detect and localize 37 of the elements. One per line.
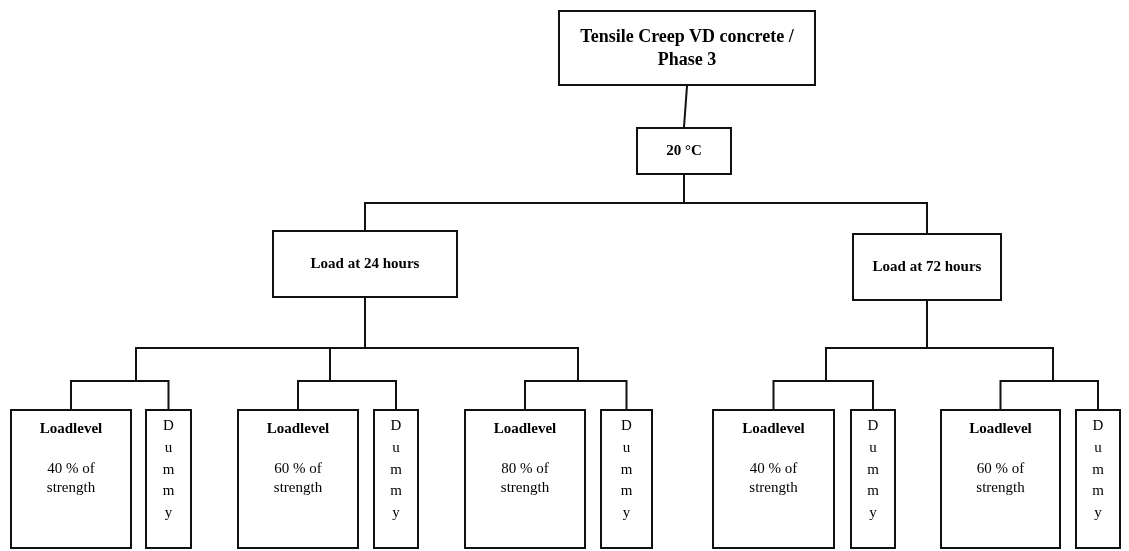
connector-line	[926, 300, 1099, 410]
vertical-label: Dummy	[1091, 416, 1105, 522]
box-text: 60 % of strength	[272, 458, 324, 497]
process-box	[940, 409, 1061, 549]
process-box	[464, 409, 586, 549]
narrow-box	[600, 409, 653, 549]
box-heading: Loadlevel	[969, 419, 1032, 438]
vertical-label: Dummy	[389, 416, 403, 522]
vertical-label: Dummy	[161, 416, 176, 522]
narrow-box	[1075, 409, 1121, 549]
process-box	[558, 10, 816, 86]
box-text: 40 % of strength	[748, 458, 799, 497]
process-box	[10, 409, 132, 549]
box-label: Load at 72 hours	[872, 257, 982, 277]
narrow-box	[145, 409, 192, 549]
box-heading: Loadlevel	[39, 419, 103, 438]
box-text: 40 % of strength	[45, 458, 97, 497]
vertical-label: Dummy	[866, 416, 880, 522]
process-box	[712, 409, 835, 549]
box-text: 60 % of strength	[975, 458, 1026, 497]
process-box	[237, 409, 359, 549]
box-heading: Loadlevel	[493, 419, 557, 438]
narrow-box	[850, 409, 896, 549]
vertical-label: Dummy	[619, 416, 634, 522]
connector-line	[364, 297, 628, 410]
box-text: 80 % of strength	[499, 458, 551, 497]
connector-line	[683, 85, 688, 128]
box-label: Tensile Creep VD concrete / Phase 3	[579, 24, 795, 71]
box-heading: Loadlevel	[266, 419, 330, 438]
process-box	[852, 233, 1002, 301]
narrow-box	[373, 409, 419, 549]
box-heading: Loadlevel	[742, 419, 805, 438]
process-box	[272, 230, 458, 298]
process-box	[636, 127, 732, 175]
box-label: Load at 24 hours	[310, 254, 420, 274]
box-label: 20 °C	[666, 141, 702, 161]
connector-line	[683, 174, 928, 234]
